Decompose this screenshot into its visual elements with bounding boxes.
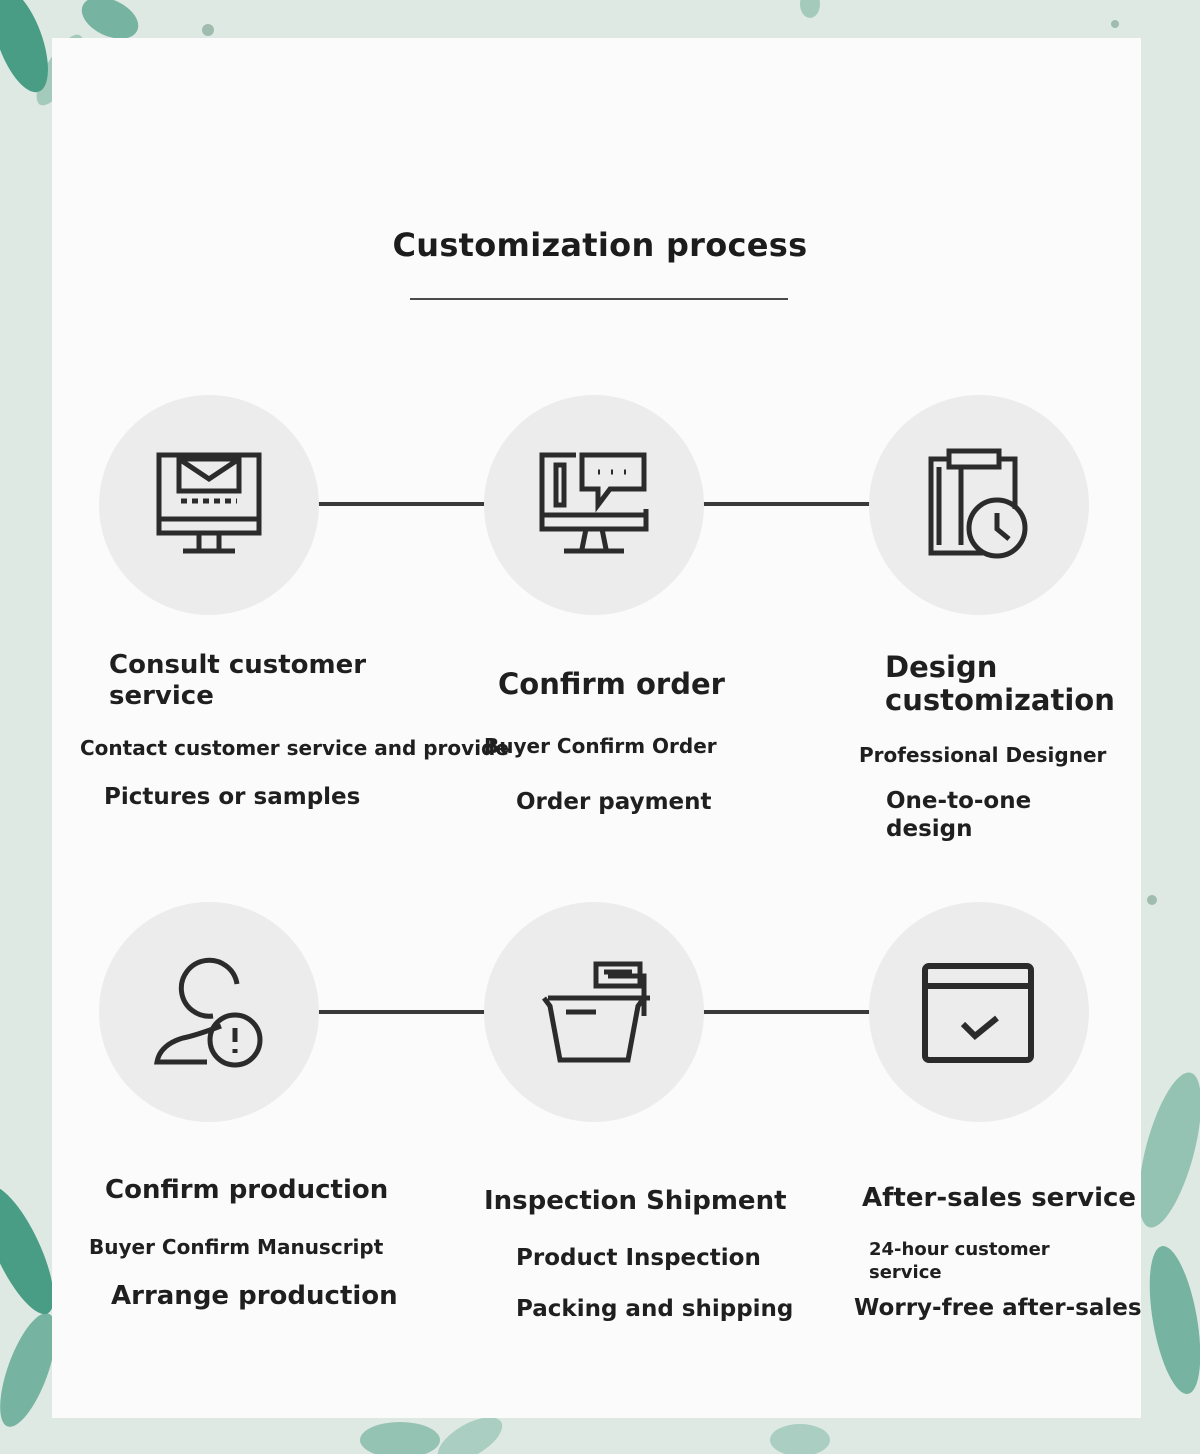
- user-alert-icon: [154, 957, 263, 1068]
- step-1-circle: [99, 395, 319, 615]
- process-card: [52, 38, 1141, 1418]
- step-1-line2: Pictures or samples: [104, 784, 361, 810]
- calendar-check-icon: [922, 963, 1034, 1063]
- step-4-line1: Buyer Confirm Manuscript: [89, 1235, 384, 1259]
- step-6-circle: [869, 902, 1089, 1122]
- step-6-line1: 24-hour customer service: [869, 1239, 1050, 1283]
- step-2-title: Confirm order: [498, 667, 725, 701]
- step-3-line1: Professional Designer: [859, 743, 1107, 767]
- step-3-line2: One-to-one design: [886, 788, 1032, 842]
- step-3-circle: [869, 395, 1089, 615]
- step-6-line2: Worry-free after-sales: [854, 1295, 1142, 1321]
- step-4-line2: Arrange production: [111, 1281, 398, 1311]
- step-1-line1: Contact customer service and provide: [80, 736, 509, 760]
- step-2-circle: [484, 395, 704, 615]
- step-2-line1: Buyer Confirm Order: [484, 734, 717, 758]
- clipboard-clock-icon: [928, 448, 1028, 559]
- monitor-mail-icon: [156, 452, 262, 554]
- page-title: Customization process: [392, 226, 808, 264]
- step-1-title: Consult customer service: [109, 650, 367, 711]
- step-5-line2: Packing and shipping: [516, 1296, 794, 1322]
- step-4-circle: [99, 902, 319, 1122]
- title-underline: [410, 298, 788, 300]
- step-2-line2: Order payment: [516, 789, 712, 815]
- connector-4-5: [318, 1010, 486, 1014]
- monitor-chat-icon: [539, 452, 649, 554]
- step-3-title: Design customization: [885, 650, 1115, 717]
- connector-2-3: [703, 502, 871, 506]
- package-box-icon: [542, 961, 650, 1063]
- step-5-circle: [484, 902, 704, 1122]
- connector-1-2: [318, 502, 486, 506]
- step-6-title: After-sales service: [862, 1183, 1137, 1213]
- step-5-title: Inspection Shipment: [484, 1186, 787, 1216]
- step-5-line1: Product Inspection: [516, 1245, 761, 1271]
- connector-5-6: [703, 1010, 871, 1014]
- step-4-title: Confirm production: [105, 1175, 389, 1205]
